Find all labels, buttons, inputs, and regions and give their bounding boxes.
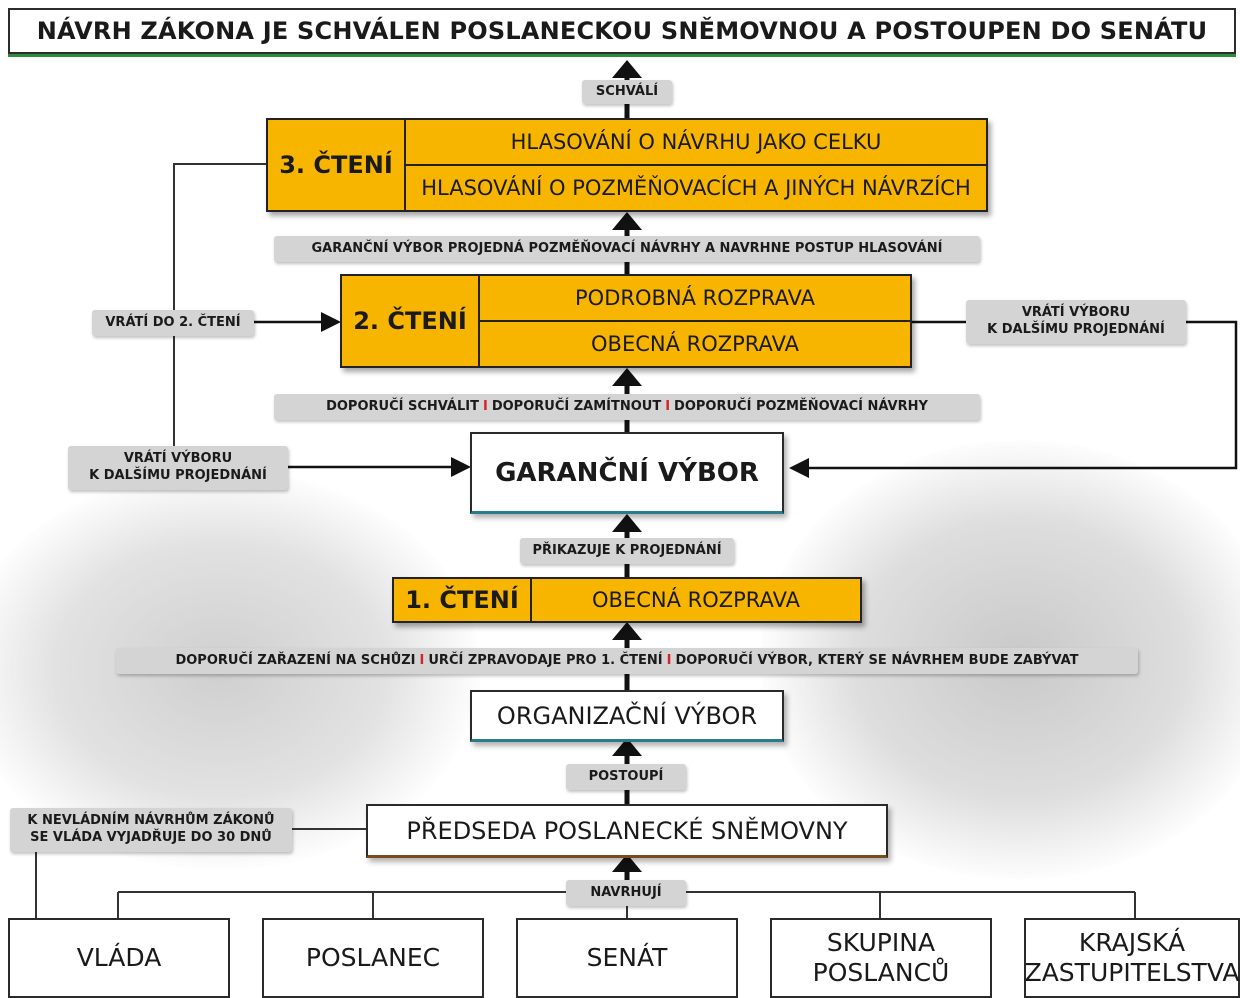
- third-reading-vote-whole: HLASOVÁNÍ O NÁVRHU JAKO CELKU: [510, 130, 882, 154]
- third-reading-vote-amendments: HLASOVÁNÍ O POZMĚŇOVACÍCH A JINÝCH NÁVRZ…: [406, 164, 986, 210]
- first-reading-block: 1. ČTENÍ OBECNÁ ROZPRAVA: [392, 577, 862, 623]
- source-regional-councils: KRAJSKÁ ZASTUPITELSTVA: [1024, 918, 1240, 998]
- label-return-committee-right-line2: K DALŠÍMU PROJEDNÁNÍ: [987, 322, 1165, 337]
- third-reading-title: 3. ČTENÍ: [268, 120, 406, 210]
- source-deputy-group-line1: SKUPINA: [826, 928, 936, 957]
- first-reading-general-debate: OBECNÁ ROZPRAVA: [592, 588, 800, 612]
- label-recommendations: DOPORUČÍ SCHVÁLIT I DOPORUČÍ ZAMÍTNOUT I…: [274, 394, 980, 420]
- source-regional-councils-line1: KRAJSKÁ: [1078, 928, 1186, 957]
- organizing-committee-box: ORGANIZAČNÍ VÝBOR: [470, 690, 784, 742]
- recommend-amend: DOPORUČÍ POZMĚŇOVACÍ NÁVRHY: [674, 398, 928, 414]
- arrowheads: [612, 60, 642, 872]
- org-recommend-committee: DOPORUČÍ VÝBOR, KTERÝ SE NÁVRHEM BUDE ZA…: [675, 652, 1079, 668]
- second-reading-detailed-debate: PODROBNÁ ROZPRAVA: [575, 286, 815, 310]
- second-reading-block: 2. ČTENÍ PODROBNÁ ROZPRAVA OBECNÁ ROZPRA…: [340, 274, 912, 368]
- guarantee-committee-box: GARANČNÍ VÝBOR: [470, 432, 784, 514]
- separator: I: [482, 398, 488, 414]
- chair-box: PŘEDSEDA POSLANECKÉ SNĚMOVNY: [366, 804, 888, 858]
- label-government-note: K NEVLÁDNÍM NÁVRHŮM ZÁKONŮ SE VLÁDA VYJA…: [10, 808, 292, 852]
- source-government-line1: VLÁDA: [76, 943, 162, 972]
- separator: I: [665, 398, 671, 414]
- label-forwards: POSTOUPÍ: [566, 764, 686, 790]
- source-regional-councils-line2: ZASTUPITELSTVA: [1024, 958, 1240, 987]
- label-approves: SCHVÁLÍ: [582, 80, 672, 104]
- source-deputy-group: SKUPINA POSLANCŮ: [770, 918, 992, 998]
- org-assign-rapporteur: URČÍ ZPRAVODAJE PRO 1. ČTENÍ: [428, 652, 663, 668]
- label-return-committee-left-line2: K DALŠÍMU PROJEDNÁNÍ: [89, 468, 267, 483]
- label-return-committee-right-line1: VRÁTÍ VÝBORU: [1021, 305, 1131, 321]
- recommend-approve: DOPORUČÍ SCHVÁLIT: [326, 398, 479, 414]
- label-committee-amendments: GARANČNÍ VÝBOR PROJEDNÁ POZMĚŇOVACÍ NÁVR…: [274, 236, 980, 262]
- label-return-second-reading: VRÁTÍ DO 2. ČTENÍ: [92, 310, 254, 336]
- source-senate: SENÁT: [516, 918, 738, 998]
- label-propose: NAVRHUJÍ: [566, 880, 686, 906]
- source-deputy: POSLANEC: [262, 918, 484, 998]
- label-return-committee-left-line1: VRÁTÍ VÝBORU: [123, 451, 233, 467]
- source-government: VLÁDA: [8, 918, 230, 998]
- recommend-reject: DOPORUČÍ ZAMÍTNOUT: [491, 398, 662, 414]
- label-organizing-actions: DOPORUČÍ ZAŘAZENÍ NA SCHŮZI I URČÍ ZPRAV…: [116, 648, 1138, 674]
- second-reading-title: 2. ČTENÍ: [342, 276, 480, 366]
- separator: I: [419, 652, 425, 668]
- label-assigns: PŘIKAZUJE K PROJEDNÁNÍ: [520, 538, 734, 564]
- government-note-line2: SE VLÁDA VYJADŘUJE DO 30 DNŮ: [30, 830, 272, 845]
- page-title: NÁVRH ZÁKONA JE SCHVÁLEN POSLANECKOU SNĚ…: [8, 8, 1236, 57]
- first-reading-title: 1. ČTENÍ: [394, 579, 532, 621]
- second-reading-general-debate: OBECNÁ ROZPRAVA: [480, 320, 910, 366]
- third-reading-block: 3. ČTENÍ HLASOVÁNÍ O NÁVRHU JAKO CELKU H…: [266, 118, 988, 212]
- separator: I: [666, 652, 672, 668]
- label-return-committee-left: VRÁTÍ VÝBORU K DALŠÍMU PROJEDNÁNÍ: [68, 446, 288, 490]
- government-note-line1: K NEVLÁDNÍM NÁVRHŮM ZÁKONŮ: [27, 813, 275, 829]
- source-senate-line1: SENÁT: [586, 943, 668, 972]
- source-deputy-line1: POSLANEC: [305, 943, 441, 972]
- source-deputy-group-line2: POSLANCŮ: [812, 958, 950, 987]
- label-return-committee-right: VRÁTÍ VÝBORU K DALŠÍMU PROJEDNÁNÍ: [966, 300, 1186, 344]
- org-recommend-schedule: DOPORUČÍ ZAŘAZENÍ NA SCHŮZI: [175, 652, 416, 668]
